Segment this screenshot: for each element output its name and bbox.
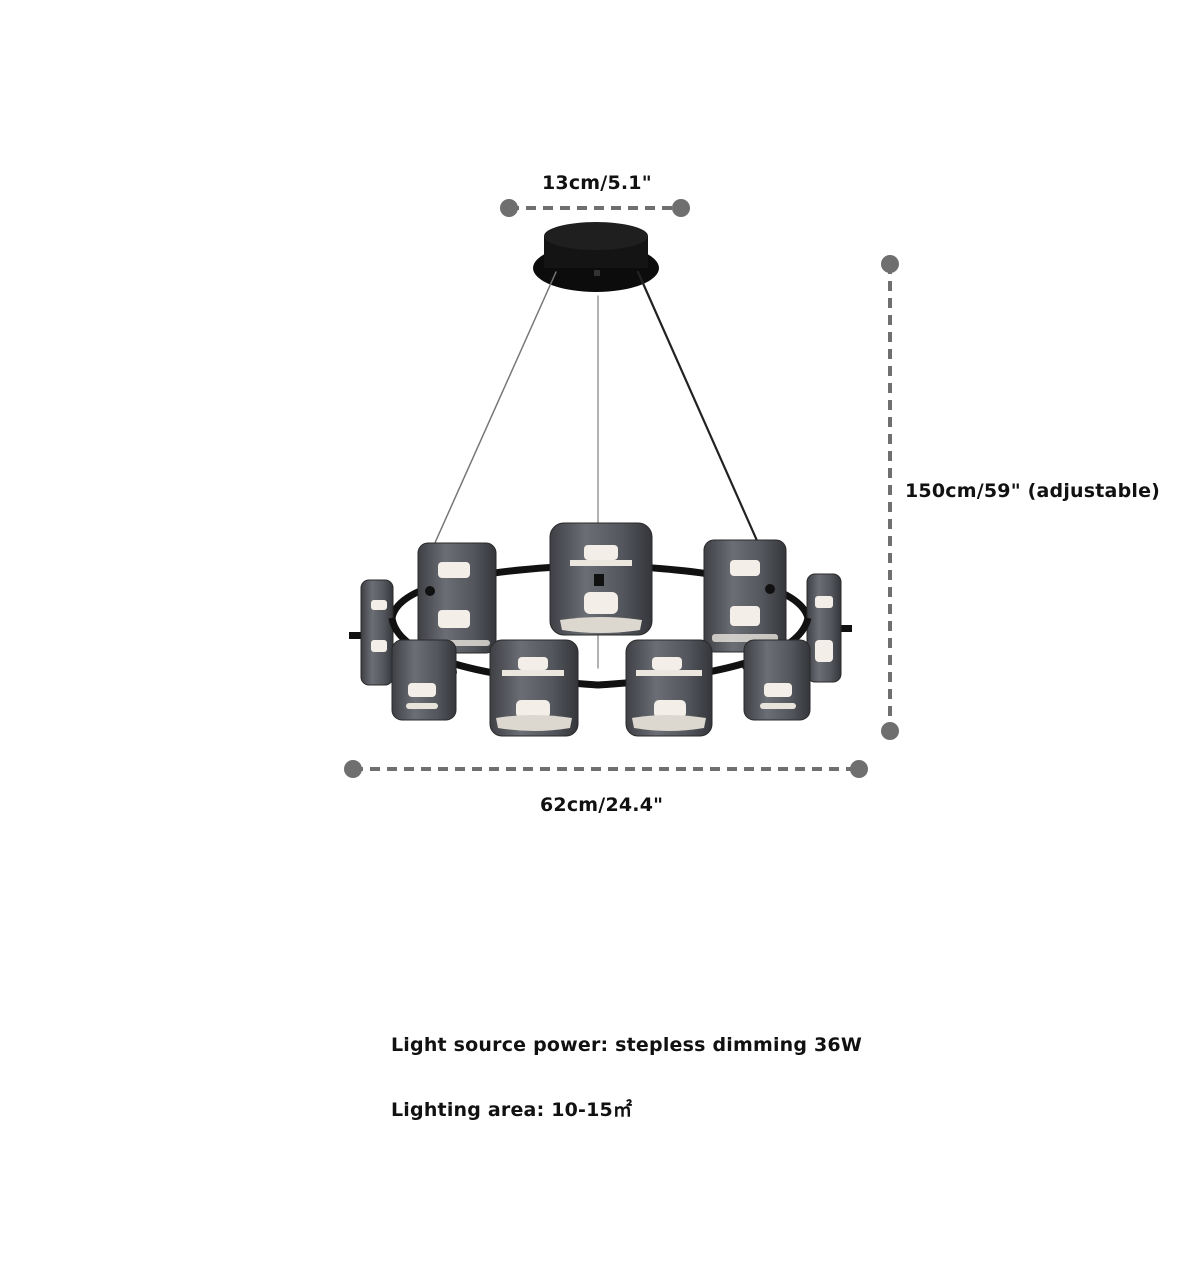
- canopy-width-label: 13cm/5.1": [542, 172, 652, 194]
- diameter-dimension-line: [344, 760, 868, 778]
- diameter-label: 62cm/24.4": [540, 794, 664, 816]
- glass-shade-back-left: [417, 542, 497, 654]
- glass-shade-back-right: [703, 539, 787, 653]
- height-dimension-line: [881, 255, 899, 740]
- height-label: 150cm/59" (adjustable): [905, 480, 1161, 502]
- suspension-wires: [433, 270, 772, 669]
- glass-shade-back-right-outer: [806, 573, 842, 683]
- ceiling-canopy: [533, 222, 659, 292]
- spec-power: Light source power: stepless dimming 36W: [391, 1034, 863, 1056]
- canopy-width-dimension-line: [500, 199, 690, 217]
- spec-lighting-area: Lighting area: 10-15㎡: [391, 1099, 633, 1121]
- glass-shade-back-left-outer: [360, 579, 394, 686]
- glass-shade-front-right: [625, 639, 713, 737]
- glass-shade-front-left-outer: [391, 639, 457, 721]
- glass-shade-front-left: [489, 639, 579, 737]
- glass-shade-front-right-outer: [743, 639, 811, 721]
